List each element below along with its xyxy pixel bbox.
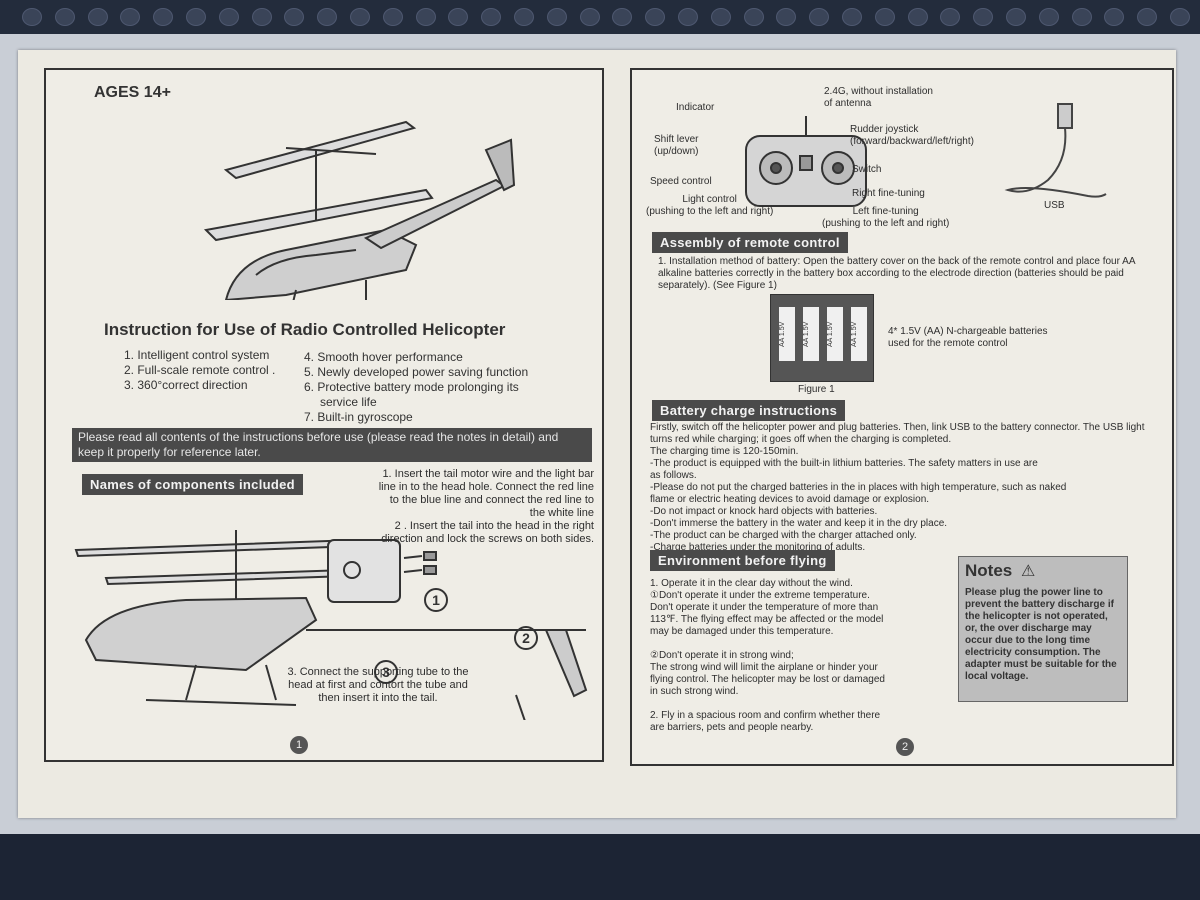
page-title: Instruction for Use of Radio Controlled …	[104, 320, 506, 339]
feature-item: 6. Protective battery mode prolonging it…	[304, 380, 519, 394]
battery: AA 1.5V	[827, 307, 843, 361]
battery-figure: AA 1.5V AA 1.5V AA 1.5V AA 1.5V	[770, 294, 874, 382]
binder-hole	[54, 8, 75, 26]
battery-label: AA 1.5V	[803, 321, 810, 347]
binder-hole	[973, 8, 994, 26]
read-notice-banner: Please read all contents of the instruct…	[72, 428, 592, 462]
battery-label: AA 1.5V	[827, 321, 834, 347]
label-switch: Switch	[852, 164, 882, 175]
page-number-2: 2	[896, 738, 914, 756]
binder-hole	[710, 8, 731, 26]
binder-hole	[579, 8, 600, 26]
label-usb: USB	[1044, 200, 1065, 211]
assembly-step-1-2: 1. Insert the tail motor wire and the li…	[378, 468, 594, 545]
binder-holes	[0, 0, 1200, 38]
label-left-fine-tuning: Left fine-tuning (pushing to the left an…	[822, 206, 950, 229]
right-page: 2.4G, without installation of antenna In…	[630, 68, 1174, 766]
binder-hole	[546, 8, 567, 26]
feature-item: 1. Intelligent control system	[124, 348, 270, 362]
environment-text: 1. Operate it in the clear day without t…	[650, 578, 885, 733]
binder-hole	[1071, 8, 1092, 26]
binder-hole	[251, 8, 272, 26]
notes-text: Please plug the power line to prevent th…	[965, 587, 1117, 682]
binder-hole	[514, 8, 534, 26]
feature-item: 3. 360°correct direction	[124, 378, 248, 392]
svg-text:3: 3	[382, 664, 390, 680]
feature-item: 7. Built-in gyroscope	[304, 410, 413, 424]
page-number-1: 1	[290, 736, 308, 754]
binder-hole	[1038, 8, 1059, 26]
assembly-header: Assembly of remote control	[652, 232, 848, 253]
svg-text:1: 1	[432, 592, 440, 608]
label-indicator: Indicator	[676, 102, 715, 113]
binder-hole	[317, 8, 338, 26]
battery: AA 1.5V	[803, 307, 819, 361]
feature-item: service life	[320, 395, 377, 409]
binder-hole	[120, 8, 141, 26]
assembly-illustration: 1 2 3	[74, 530, 588, 720]
battery-label: AA 1.5V	[779, 321, 786, 347]
binder-hole	[284, 8, 305, 26]
binder-hole	[1137, 8, 1158, 26]
binder-hole	[743, 8, 764, 26]
binder-hole	[842, 8, 862, 26]
notes-title: Notes ⚠	[965, 561, 1035, 581]
figure-caption: Figure 1	[798, 384, 835, 395]
battery-label: AA 1.5V	[851, 321, 858, 347]
assembly-text: 1. Installation method of battery: Open …	[658, 256, 1135, 291]
warning-icon: ⚠	[1020, 563, 1036, 580]
features-list-2: 4. Smooth hover performance 5. Newly dev…	[304, 350, 528, 425]
binder-hole	[940, 8, 961, 26]
binder-hole	[153, 8, 174, 26]
label-speed-control: Speed control	[650, 176, 712, 187]
battery: AA 1.5V	[779, 307, 795, 361]
binder-hole	[87, 8, 108, 26]
svg-text:2: 2	[522, 630, 530, 646]
components-header: Names of components included	[82, 474, 303, 495]
binder-hole	[809, 8, 830, 26]
binder-hole	[382, 8, 403, 26]
charge-text: Firstly, switch off the helicopter power…	[650, 422, 1145, 553]
notes-box: Notes ⚠ Please plug the power line to pr…	[958, 556, 1128, 702]
feature-item: 5. Newly developed power saving function	[304, 365, 529, 379]
features-list-1: 1. Intelligent control system 2. Full-sc…	[124, 348, 275, 393]
label-light-control: Light control (pushing to the left and r…	[646, 194, 774, 217]
binder-hole	[1170, 8, 1190, 26]
age-rating: AGES 14+	[94, 84, 171, 101]
binder-hole	[1104, 8, 1125, 26]
environment-header: Environment before flying	[650, 550, 835, 571]
remote-control-illustration	[745, 116, 867, 207]
helicopter-illustration	[203, 120, 516, 300]
binder-hole	[448, 8, 469, 26]
binder-hole	[612, 8, 633, 26]
binder-hole	[907, 8, 928, 26]
binder-hole	[350, 8, 370, 26]
feature-item: 2. Full-scale remote control .	[124, 363, 276, 377]
binder-hole	[22, 8, 42, 26]
binder-hole	[186, 8, 206, 26]
label-antenna: 2.4G, without installation of antenna	[824, 86, 933, 109]
binder-hole	[776, 8, 797, 26]
binder-hole	[1006, 8, 1026, 26]
label-shift-lever: Shift lever (up/down)	[654, 134, 699, 157]
feature-item: 4. Smooth hover performance	[304, 350, 463, 364]
battery: AA 1.5V	[851, 307, 867, 361]
binder-hole	[678, 8, 698, 26]
usb-cable-illustration	[1004, 103, 1107, 198]
battery-note: 4* 1.5V (AA) N-chargeable batteries used…	[888, 326, 1048, 349]
label-rudder: Rudder joystick (forward/backward/left/r…	[850, 124, 974, 147]
binder-hole	[874, 8, 895, 26]
binder-hole	[218, 8, 239, 26]
charge-header: Battery charge instructions	[652, 400, 846, 421]
binder-hole	[415, 8, 436, 26]
label-right-fine-tuning: Right fine-tuning	[852, 188, 925, 199]
instruction-sheet: AGES 14+ Instruction for Use of Radio Co…	[18, 50, 1176, 818]
binder-hole	[645, 8, 666, 26]
notes-title-text: Notes	[965, 561, 1013, 580]
left-page: AGES 14+ Instruction for Use of Radio Co…	[44, 68, 604, 762]
assembly-step-3: 3. Connect the supporting tube to the he…	[287, 666, 469, 704]
binder-hole	[481, 8, 502, 26]
